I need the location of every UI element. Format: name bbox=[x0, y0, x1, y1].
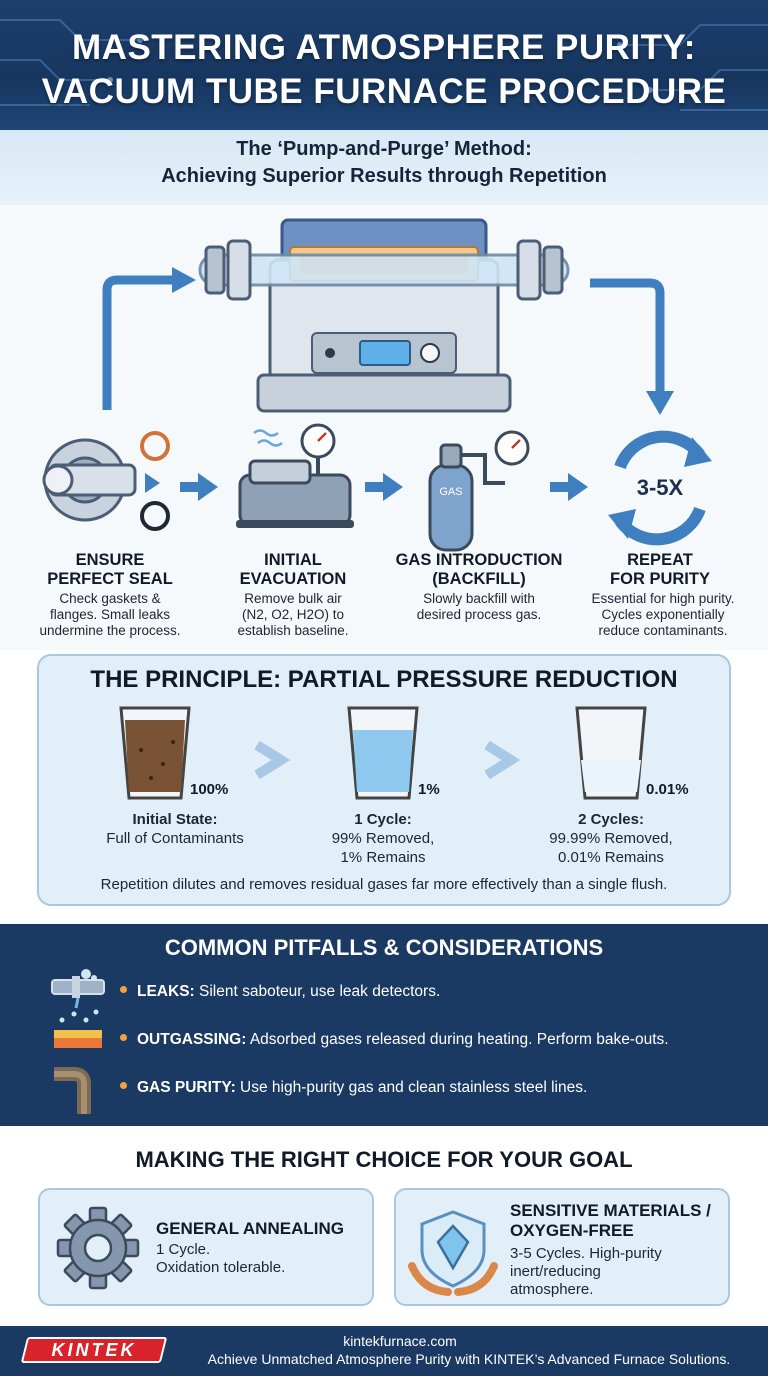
cup-contaminated bbox=[119, 706, 191, 800]
cup-2-percent: 1% bbox=[418, 781, 440, 798]
pitfall-outgassing: OUTGASSING: Adsorbed gases released duri… bbox=[120, 1030, 750, 1050]
cup-1-caption: Initial State:Full of Contaminants bbox=[106, 811, 244, 847]
cup-two-cycles bbox=[575, 706, 647, 800]
gas-cylinder-label: GAS bbox=[439, 486, 462, 498]
outgassing-icon bbox=[54, 1009, 102, 1048]
repeat-badge: 3-5X bbox=[637, 475, 684, 500]
leaking-pipe-icon bbox=[51, 969, 105, 1009]
pitfall-icons bbox=[51, 969, 105, 1114]
vacuum-pump-icon bbox=[236, 423, 354, 528]
step-arrow-3 bbox=[550, 473, 588, 501]
shield-crystal-icon bbox=[408, 1210, 498, 1296]
step-arrow-1 bbox=[180, 473, 218, 501]
pitfalls-title: COMMON PITFALLS & CONSIDERATIONS bbox=[164, 935, 604, 960]
page-title-line-2: VACUUM TUBE FURNACE PROCEDURE bbox=[41, 72, 727, 111]
kintek-logo-text: KINTEK bbox=[51, 1340, 137, 1360]
header-banner: MASTERING ATMOSPHERE PURITY: VACUUM TUBE… bbox=[0, 0, 768, 130]
bullet-icon bbox=[120, 1082, 127, 1090]
bullet-icon bbox=[120, 1034, 127, 1042]
gear-icon bbox=[56, 1206, 140, 1290]
cup-one-cycle bbox=[347, 706, 419, 800]
cup-3-percent: 0.01% bbox=[646, 781, 689, 798]
subtitle-line-2: Achieving Superior Results through Repet… bbox=[161, 165, 607, 187]
cup-3-caption: 2 Cycles:99.99% Removed,0.01% Remains bbox=[549, 811, 673, 866]
footer-tagline: Achieve Unmatched Atmosphere Purity with… bbox=[207, 1351, 731, 1367]
rusty-pipe-icon bbox=[54, 1067, 91, 1114]
step-arrow-2 bbox=[365, 473, 403, 501]
cup-2-caption: 1 Cycle:99% Removed,1% Remains bbox=[331, 811, 435, 866]
footer-url-link[interactable]: kintekfurnace.com bbox=[343, 1333, 457, 1349]
gas-cylinder-icon: GAS bbox=[428, 430, 530, 552]
pitfalls-section bbox=[0, 924, 768, 1126]
repeat-cycle-icon: 3-5X bbox=[608, 430, 712, 546]
flange-seal-icon bbox=[42, 431, 170, 531]
chevron-arrow-2 bbox=[484, 740, 521, 780]
process-diagram: GAS 3-5X bbox=[42, 218, 712, 552]
pitfall-gas-purity: GAS PURITY: Use high-purity gas and clea… bbox=[120, 1078, 750, 1098]
bullet-icon bbox=[120, 986, 127, 994]
chevron-arrow-1 bbox=[254, 740, 291, 780]
cup-1-percent: 100% bbox=[190, 781, 229, 798]
tube-furnace-icon bbox=[198, 218, 570, 413]
subtitle-line-1: The ‘Pump-and-Purge’ Method: bbox=[236, 138, 532, 160]
choice-title: MAKING THE RIGHT CHOICE FOR YOUR GOAL bbox=[135, 1147, 633, 1172]
principle-note: Repetition dilutes and removes residual … bbox=[100, 876, 668, 893]
step-3-title: GAS INTRODUCTION(BACKFILL) bbox=[395, 551, 563, 588]
principle-title: THE PRINCIPLE: PARTIAL PRESSURE REDUCTIO… bbox=[90, 666, 678, 693]
subtitle: The ‘Pump-and-Purge’ Method: Achieving S… bbox=[0, 136, 768, 190]
circuit-decoration bbox=[0, 19, 768, 111]
card-2-title: SENSITIVE MATERIALS /OXYGEN-FREE bbox=[510, 1201, 711, 1240]
loop-arrow-right bbox=[590, 278, 674, 415]
dilution-cups bbox=[119, 706, 647, 800]
pitfall-leaks: LEAKS: Silent saboteur, use leak detecto… bbox=[120, 982, 750, 1002]
subtitle-band bbox=[0, 130, 768, 205]
step-4-desc: Essential for high purity.Cycles exponen… bbox=[591, 591, 735, 638]
card-1-desc: 1 Cycle.Oxidation tolerable. bbox=[156, 1241, 286, 1276]
page-title-line-1: MASTERING ATMOSPHERE PURITY: bbox=[72, 28, 696, 67]
card-1-title: GENERAL ANNEALING bbox=[156, 1219, 344, 1238]
page-title: MASTERING ATMOSPHERE PURITY: VACUUM TUBE… bbox=[0, 26, 768, 114]
loop-arrow-left bbox=[102, 267, 196, 410]
